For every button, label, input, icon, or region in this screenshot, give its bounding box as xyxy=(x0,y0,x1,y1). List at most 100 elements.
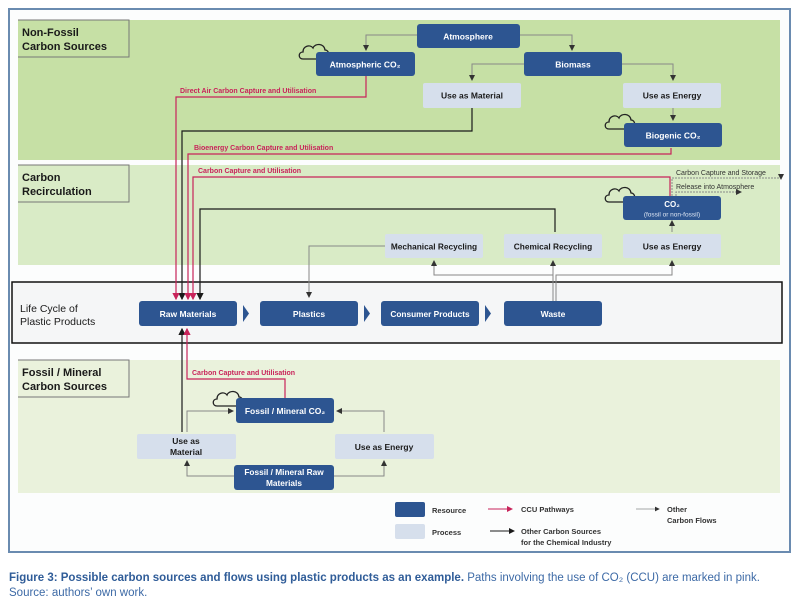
legend-item-process: Process xyxy=(395,524,461,539)
svg-text:Materials: Materials xyxy=(266,478,302,488)
other-carbon-flows xyxy=(184,34,784,477)
section-label-line2: Carbon Sources xyxy=(22,381,107,393)
legend-item-other-flows: Other Carbon Flows xyxy=(636,505,717,525)
svg-text:Use as: Use as xyxy=(172,436,200,446)
node-bio-use-as-material: Use as Material xyxy=(423,83,521,108)
svg-text:Resource: Resource xyxy=(432,506,466,515)
ccu-pathway-flows xyxy=(172,76,672,398)
svg-text:Fossil / Mineral CO₂: Fossil / Mineral CO₂ xyxy=(245,406,326,416)
flow-fossil-raw-to-use-energy xyxy=(334,460,387,477)
svg-text:(fossil or non-fossil): (fossil or non-fossil) xyxy=(644,212,700,219)
flow-waste-to-use-energy xyxy=(555,260,675,301)
section-label-life-cycle: Life Cycle of Plastic Products xyxy=(20,303,95,328)
flow-use-material-to-fossil-co2 xyxy=(186,408,234,432)
flow-atmosphere-to-atm-co2 xyxy=(363,34,417,51)
label-dac: Direct Air Carbon Capture and Utilisatio… xyxy=(180,88,316,95)
caption-source: Source: authors’ own work. xyxy=(9,587,148,599)
svg-text:CCU Pathways: CCU Pathways xyxy=(521,505,574,514)
svg-text:Carbon Flows: Carbon Flows xyxy=(667,516,717,525)
node-fossil-raw-materials: Fossil / Mineral Raw Materials xyxy=(234,465,334,490)
section-label-non-fossil: Non-Fossil Carbon Sources xyxy=(18,19,130,58)
label-ccs: Carbon Capture and Storage xyxy=(676,170,766,177)
label-ccu-fossil: Carbon Capture and Utilisation xyxy=(192,370,295,377)
node-fossil-use-as-material: Use as Material xyxy=(137,434,236,459)
flow-atmosphere-to-biomass xyxy=(520,34,575,51)
svg-text:Other: Other xyxy=(667,505,687,514)
svg-text:Raw Materials: Raw Materials xyxy=(160,309,217,319)
chevron-icon xyxy=(485,305,491,322)
svg-text:for the Chemical Industry: for the Chemical Industry xyxy=(521,538,612,547)
flow-bio-material-to-raw xyxy=(178,108,473,301)
flow-fossil-raw-to-use-material xyxy=(184,460,234,477)
legend: Resource Process CCU Pathways Other Carb… xyxy=(395,502,717,547)
section-label-line1: Life Cycle of xyxy=(20,303,78,315)
section-label-line2: Plastic Products xyxy=(20,316,95,328)
caption-text: Paths involving the use of CO₂ (CCU) are… xyxy=(464,572,760,584)
node-waste: Waste xyxy=(504,301,602,326)
node-atmosphere: Atmosphere xyxy=(417,24,520,48)
svg-text:Waste: Waste xyxy=(541,309,566,319)
label-beccu: Bioenergy Carbon Capture and Utilisation xyxy=(194,145,333,152)
flow-co2-to-ccs xyxy=(671,174,784,196)
svg-text:Material: Material xyxy=(170,447,202,457)
caption-title: Figure 3: Possible carbon sources and fl… xyxy=(9,572,465,584)
svg-text:Atmosphere: Atmosphere xyxy=(443,32,493,42)
node-co2-fossil-or-nonfossil: CO₂ (fossil or non-fossil) xyxy=(623,196,721,220)
node-raw-materials: Raw Materials xyxy=(139,301,237,326)
node-plastics: Plastics xyxy=(260,301,358,326)
svg-text:Atmospheric CO₂: Atmospheric CO₂ xyxy=(330,60,401,70)
flow-ccu-recirc xyxy=(189,176,671,301)
section-label-line1: Non-Fossil xyxy=(22,27,79,39)
legend-item-ccu: CCU Pathways xyxy=(488,505,574,514)
node-recirc-use-as-energy: Use as Energy xyxy=(623,234,721,258)
section-label-fossil: Fossil / Mineral Carbon Sources xyxy=(18,359,130,398)
legend-item-resource: Resource xyxy=(395,502,466,517)
flow-biomass-to-use-energy xyxy=(620,63,676,81)
svg-text:Use as Material: Use as Material xyxy=(441,91,503,101)
section-label-line2: Carbon Sources xyxy=(22,41,107,53)
svg-text:Consumer Products: Consumer Products xyxy=(390,309,470,319)
flow-biomass-to-use-material xyxy=(469,63,524,81)
svg-text:CO₂: CO₂ xyxy=(664,200,680,209)
svg-text:Chemical Recycling: Chemical Recycling xyxy=(514,242,592,252)
band-fossil xyxy=(18,360,780,493)
svg-text:Fossil / Mineral Raw: Fossil / Mineral Raw xyxy=(244,467,324,477)
svg-text:Biomass: Biomass xyxy=(555,60,591,70)
node-fossil-co2: Fossil / Mineral CO₂ xyxy=(236,398,334,423)
svg-text:Other Carbon Sources: Other Carbon Sources xyxy=(521,527,601,536)
svg-text:Plastics: Plastics xyxy=(293,309,325,319)
flow-chem-recycling-to-raw xyxy=(196,208,556,301)
section-label-recirculation: Carbon Recirculation xyxy=(18,164,130,203)
legend-item-other-sources: Other Carbon Sources for the Chemical In… xyxy=(490,527,612,547)
section-label-line1: Carbon xyxy=(22,172,61,184)
flow-dac xyxy=(172,76,367,301)
legend-swatch-process xyxy=(395,524,425,539)
label-ccu-recirc: Carbon Capture and Utilisation xyxy=(198,168,301,175)
chevron-icon xyxy=(364,305,370,322)
label-release: Release into Atmosphere xyxy=(676,184,754,191)
other-carbon-source-flows xyxy=(178,108,556,432)
svg-text:Process: Process xyxy=(432,528,461,537)
flow-co2-to-release xyxy=(675,189,742,196)
chevron-icon xyxy=(243,305,249,322)
legend-swatch-resource xyxy=(395,502,425,517)
node-fossil-use-as-energy: Use as Energy xyxy=(335,434,434,459)
svg-text:Biogenic CO₂: Biogenic CO₂ xyxy=(646,131,701,141)
svg-text:Use as Energy: Use as Energy xyxy=(643,242,702,252)
figure-caption: Figure 3: Possible carbon sources and fl… xyxy=(9,571,799,601)
carbon-flow-diagram: Non-Fossil Carbon Sources Carbon Recircu… xyxy=(11,19,784,547)
section-label-line2: Recirculation xyxy=(22,186,92,198)
node-consumer-products: Consumer Products xyxy=(381,301,479,326)
node-biomass: Biomass xyxy=(524,52,622,76)
section-label-line1: Fossil / Mineral xyxy=(22,367,101,379)
svg-text:Use as Energy: Use as Energy xyxy=(355,442,414,452)
flow-mech-recycling-to-plastics xyxy=(306,245,385,298)
flow-ccu-fossil xyxy=(183,327,286,398)
svg-text:Use as Energy: Use as Energy xyxy=(643,91,702,101)
flow-beccu xyxy=(184,148,672,301)
node-mechanical-recycling: Mechanical Recycling xyxy=(385,234,483,258)
node-chemical-recycling: Chemical Recycling xyxy=(504,234,602,258)
node-atmospheric-co2: Atmospheric CO₂ xyxy=(316,52,415,76)
node-bio-use-as-energy: Use as Energy xyxy=(623,83,721,108)
svg-text:Mechanical Recycling: Mechanical Recycling xyxy=(391,242,477,252)
